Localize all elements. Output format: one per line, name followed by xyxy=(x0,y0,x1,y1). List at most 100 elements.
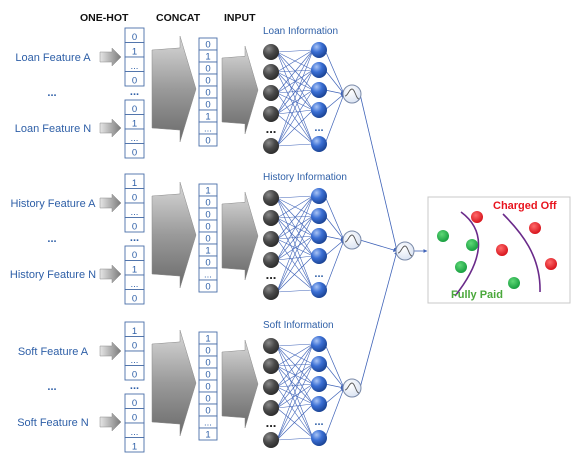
connection-edge xyxy=(276,403,314,409)
vector-cell-value: 1 xyxy=(132,119,137,130)
vector-cell-value: 1 xyxy=(205,334,210,345)
vector-cell-value: 1 xyxy=(132,178,137,189)
connection-edge xyxy=(276,113,314,145)
vector-cell-value: 1 xyxy=(205,112,210,123)
input-neuron xyxy=(263,190,279,206)
vector-cell-value: 0 xyxy=(205,382,210,393)
connection-edge xyxy=(276,343,314,388)
vector-cell-value: ... xyxy=(131,355,139,366)
vector-cell-value: 0 xyxy=(132,250,137,261)
vector-cell-value: 1 xyxy=(205,246,210,257)
connection-edge xyxy=(276,343,314,347)
connection-edge xyxy=(276,365,314,385)
feature-a-arrow xyxy=(99,47,122,67)
connection-edge xyxy=(276,386,314,405)
onehot-vector-a: 01...0 xyxy=(124,27,145,87)
connection-edge xyxy=(276,195,314,293)
connection-edge xyxy=(276,143,314,147)
onehot-vector-gap: ... xyxy=(130,86,139,98)
output-edge xyxy=(324,69,345,95)
output-edge xyxy=(324,343,345,389)
connection-edge xyxy=(276,235,314,293)
input-neuron xyxy=(263,252,279,268)
output-edge xyxy=(324,387,345,405)
feature-n-arrow xyxy=(99,118,122,138)
vector-cell-value: ... xyxy=(131,133,139,144)
output-edge xyxy=(324,239,345,291)
concat-header: CONCAT xyxy=(156,12,201,24)
charged-off-point xyxy=(471,211,483,223)
merge-edge xyxy=(359,93,399,252)
hidden-neuron xyxy=(311,248,327,264)
vector-cell-value: 0 xyxy=(132,370,137,381)
connection-edge xyxy=(276,289,314,293)
vector-cell-value: 0 xyxy=(205,88,210,99)
input-neuron-gap: ... xyxy=(266,415,277,430)
connection-edge xyxy=(276,195,314,240)
input-neuron xyxy=(263,231,279,247)
input-neuron xyxy=(263,85,279,101)
vector-cell-value: 0 xyxy=(205,100,210,111)
vector-cell-value: 0 xyxy=(205,222,210,233)
charged-off-label: Charged Off xyxy=(493,200,557,212)
section-label: History Information xyxy=(263,172,347,183)
section-label: Soft Information xyxy=(263,320,334,331)
fully-paid-point xyxy=(508,277,520,289)
output-edge xyxy=(324,363,345,389)
feature-n-arrow xyxy=(99,412,122,432)
output-edge xyxy=(324,195,345,241)
vector-cell-value: 0 xyxy=(205,234,210,245)
hidden-neuron xyxy=(311,208,327,224)
group-sum-node xyxy=(342,378,362,398)
vector-cell-value: 0 xyxy=(132,398,137,409)
connection-edge xyxy=(276,89,314,115)
vector-cell-value: 0 xyxy=(205,406,210,417)
output-edge xyxy=(324,215,345,241)
onehot-header: ONE-HOT xyxy=(80,12,129,24)
hidden-neuron xyxy=(311,336,327,352)
output-edge xyxy=(324,93,345,111)
connection-edge xyxy=(276,259,314,291)
vector-cell-value: 1 xyxy=(132,265,137,276)
hidden-neuron xyxy=(311,136,327,152)
feature-a-label: Soft Feature A xyxy=(18,346,89,358)
connection-edge xyxy=(276,92,314,111)
connection-edge xyxy=(276,49,314,73)
hidden-neuron xyxy=(311,228,327,244)
vector-cell-value: ... xyxy=(204,124,212,135)
vector-cell-value: 0 xyxy=(205,210,210,221)
onehot-vector-n: 01...0 xyxy=(124,245,145,305)
vector-cell xyxy=(198,427,218,441)
section-label: Loan Information xyxy=(263,26,338,37)
input-neuron xyxy=(263,284,279,300)
feature-groups: Loan Feature A...Loan Feature N01...0...… xyxy=(10,26,362,453)
input-header: INPUT xyxy=(224,12,256,24)
input-neuron xyxy=(263,138,279,154)
merge-node xyxy=(395,241,415,261)
connection-edge xyxy=(276,343,314,441)
hidden-neuron-gap: ... xyxy=(314,122,323,134)
input-neuron xyxy=(263,432,279,448)
connection-edge xyxy=(276,215,314,261)
connection-edge xyxy=(276,69,314,115)
vector-cell-value: 0 xyxy=(132,104,137,115)
concat-arrow xyxy=(151,181,197,289)
vector-cell-value: 0 xyxy=(205,346,210,357)
feature-n-label: Soft Feature N xyxy=(17,417,89,429)
hidden-neuron xyxy=(311,282,327,298)
output-edge xyxy=(324,49,345,95)
vector-cell xyxy=(198,279,218,293)
output-edge xyxy=(324,89,345,96)
onehot-vector-gap: ... xyxy=(130,232,139,244)
vector-cell-value: ... xyxy=(131,279,139,290)
feature-a-label: Loan Feature A xyxy=(15,52,91,64)
input-neuron xyxy=(263,44,279,60)
connection-layer xyxy=(276,49,428,441)
vector-cell-value: ... xyxy=(204,270,212,281)
group-soft: Soft Feature A...Soft Feature N10...0...… xyxy=(17,320,362,453)
vector-cell-value: 0 xyxy=(205,198,210,209)
hidden-neuron xyxy=(311,430,327,446)
connection-edge xyxy=(276,71,314,91)
feature-dots: ... xyxy=(47,381,56,393)
connection-edge xyxy=(276,215,314,293)
